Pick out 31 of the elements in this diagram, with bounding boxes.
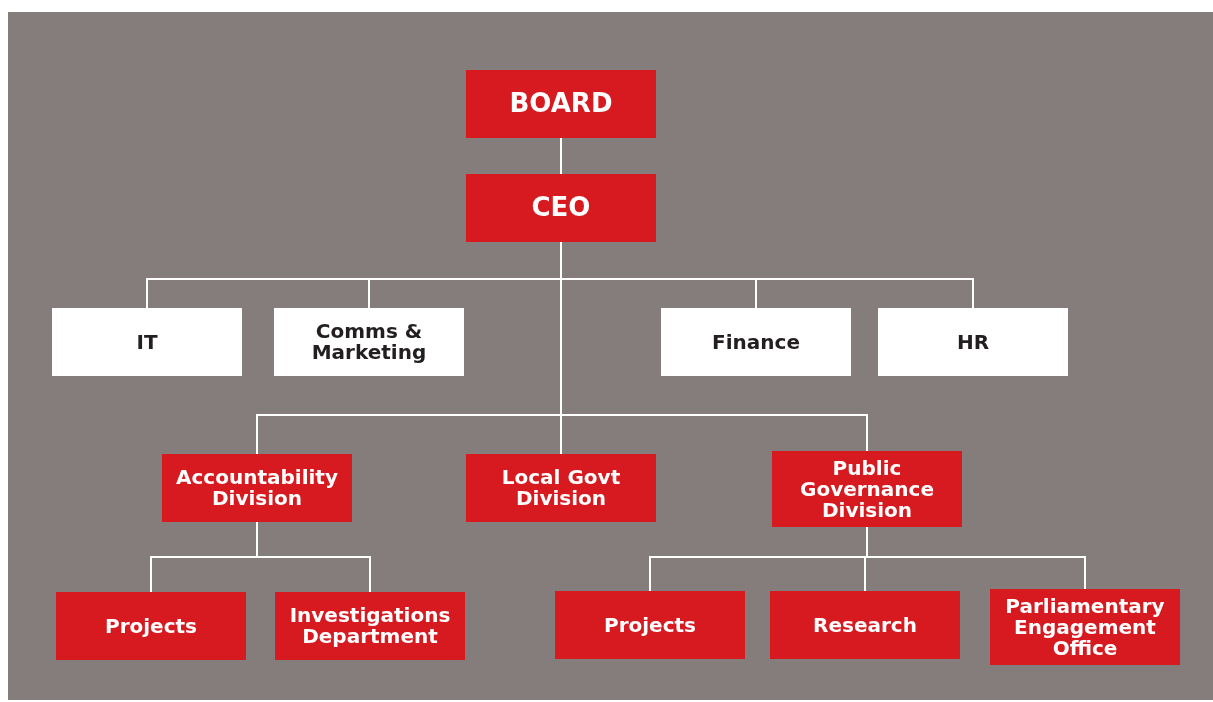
org-box <box>661 308 851 376</box>
org-box <box>466 454 656 522</box>
unit-name: BOARD <box>509 90 613 118</box>
unit-name: Research <box>813 614 917 636</box>
org-box <box>772 451 962 527</box>
org-box <box>162 454 352 522</box>
unit-name: IT <box>136 331 158 353</box>
org-box <box>274 308 464 376</box>
connector-line <box>256 521 371 593</box>
connector-line <box>866 526 1086 590</box>
org-box <box>466 174 656 242</box>
org-box <box>466 70 656 138</box>
unit-name: Parliamentary Engagement Office <box>1004 595 1166 659</box>
org-box <box>878 308 1068 376</box>
unit-name: Comms & Marketing <box>310 321 428 363</box>
org-box <box>52 308 242 376</box>
unit-name: Local Govt Division <box>500 467 622 509</box>
unit-name: Projects <box>604 614 696 636</box>
org-box <box>770 591 960 659</box>
unit-name: Finance <box>712 331 800 353</box>
unit-name: Projects <box>105 615 197 637</box>
unit-name: Public Governance Division <box>799 457 935 521</box>
unit-name: HR <box>956 331 990 353</box>
org-box <box>990 589 1180 665</box>
unit-name: Accountability Division <box>175 467 339 509</box>
org-box <box>275 592 465 660</box>
unit-name: Investigations Department <box>288 605 452 647</box>
connector-line <box>560 137 562 175</box>
org-box <box>555 591 745 659</box>
org-box <box>56 592 246 660</box>
unit-name: CEO <box>531 194 591 222</box>
